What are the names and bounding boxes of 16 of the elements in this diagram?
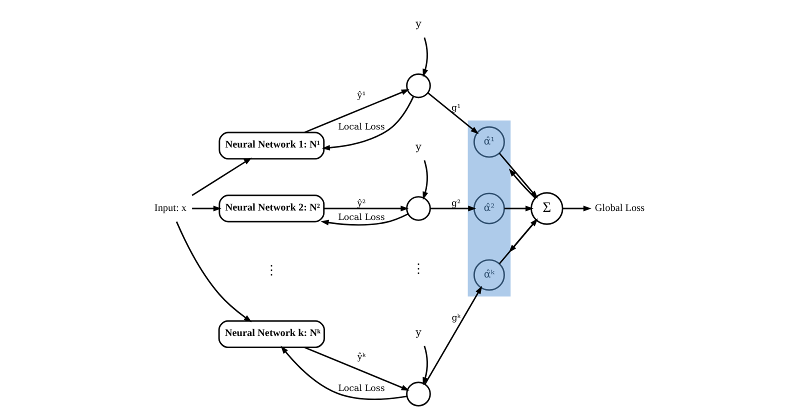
- label: ⋮: [265, 262, 278, 278]
- edge-label: Local Loss: [338, 212, 385, 223]
- edge-label: Local Loss: [338, 122, 385, 132]
- edge-label: ŷᵏ: [357, 352, 366, 362]
- edge-label: gᵏ: [452, 314, 461, 324]
- node-text: Global Loss: [594, 203, 645, 214]
- node-text: y: [416, 19, 422, 30]
- node-text: y: [416, 327, 422, 338]
- edge-label: g¹: [452, 103, 461, 114]
- node-text: y: [416, 142, 422, 153]
- edge-label: Local Loss: [338, 384, 385, 394]
- edge-label: ŷ¹: [357, 90, 366, 101]
- edge-label: ŷ²: [357, 199, 366, 210]
- edge-label: g²: [452, 199, 461, 210]
- label: ⋮: [412, 261, 425, 276]
- node-text: Input: x: [154, 203, 187, 214]
